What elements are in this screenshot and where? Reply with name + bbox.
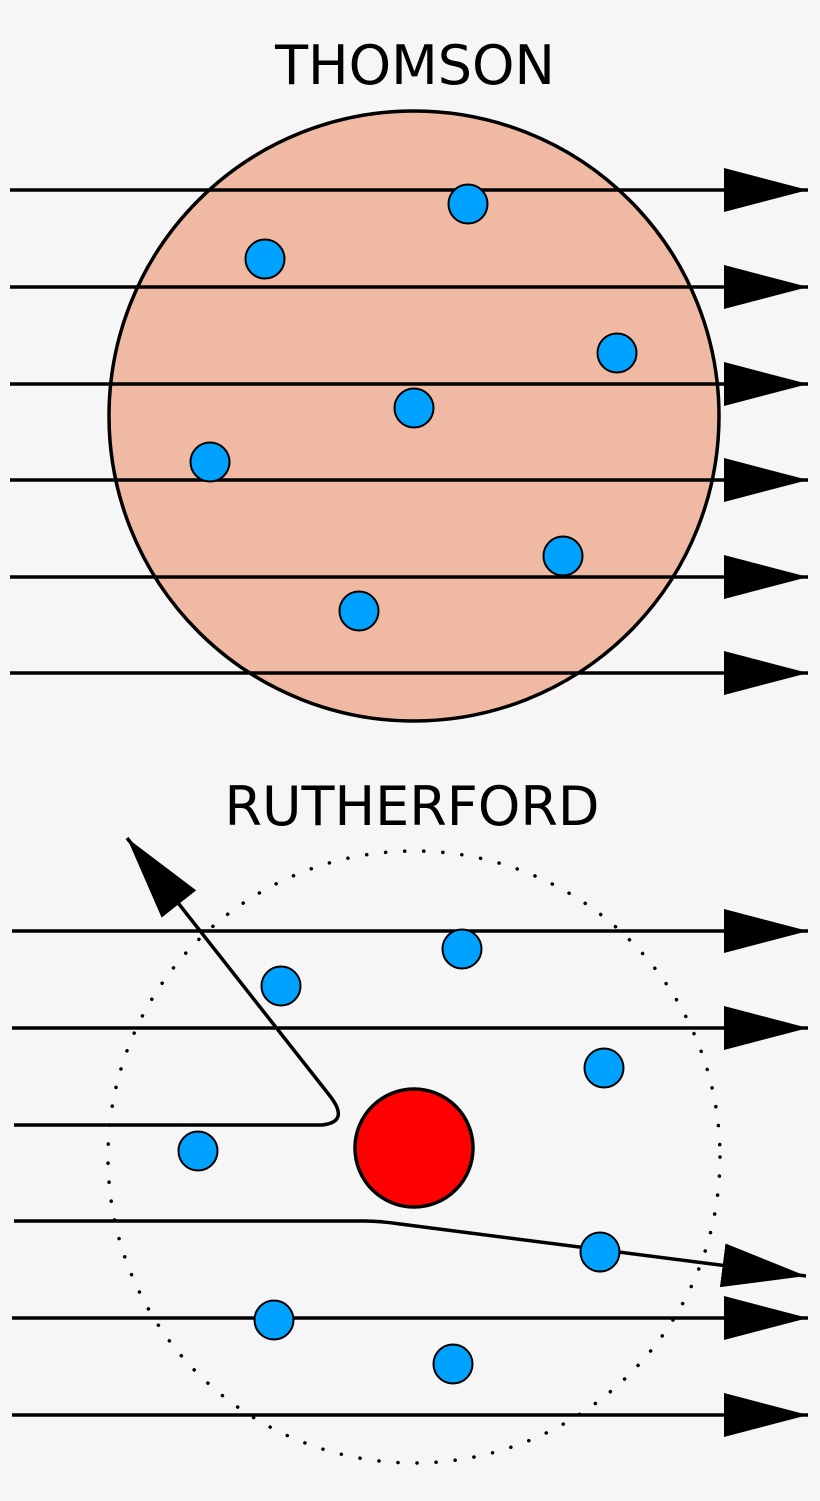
- thomson-electron: [542, 535, 584, 577]
- rutherford-atom-boundary: [106, 849, 722, 1465]
- thomson-alpha-rays: [10, 168, 808, 695]
- thomson-model: THOMSON: [10, 34, 808, 723]
- rutherford-electron: [441, 928, 483, 970]
- rutherford-alpha-rays: [12, 836, 808, 1437]
- thomson-title: THOMSON: [274, 34, 555, 97]
- thomson-electrons: [189, 183, 638, 632]
- rutherford-title: RUTHERFORD: [225, 775, 600, 838]
- rutherford-electron: [583, 1047, 625, 1089]
- rutherford-electron: [177, 1130, 219, 1172]
- rutherford-backscattered-ray: [14, 836, 340, 1127]
- rutherford-model: RUTHERFORD: [12, 775, 808, 1465]
- thomson-electron: [447, 183, 489, 225]
- thomson-electron: [189, 441, 231, 483]
- thomson-electron: [393, 387, 435, 429]
- rutherford-electron: [432, 1343, 474, 1385]
- rutherford-deflected-ray: [14, 1219, 807, 1288]
- thomson-electron: [244, 238, 286, 280]
- rutherford-electron: [579, 1231, 621, 1273]
- thomson-electron: [338, 590, 380, 632]
- rutherford-electron: [253, 1299, 295, 1341]
- rutherford-electron: [260, 965, 302, 1007]
- rutherford-nucleus: [353, 1087, 475, 1209]
- rutherford-electrons: [177, 928, 625, 1385]
- thomson-electron: [596, 332, 638, 374]
